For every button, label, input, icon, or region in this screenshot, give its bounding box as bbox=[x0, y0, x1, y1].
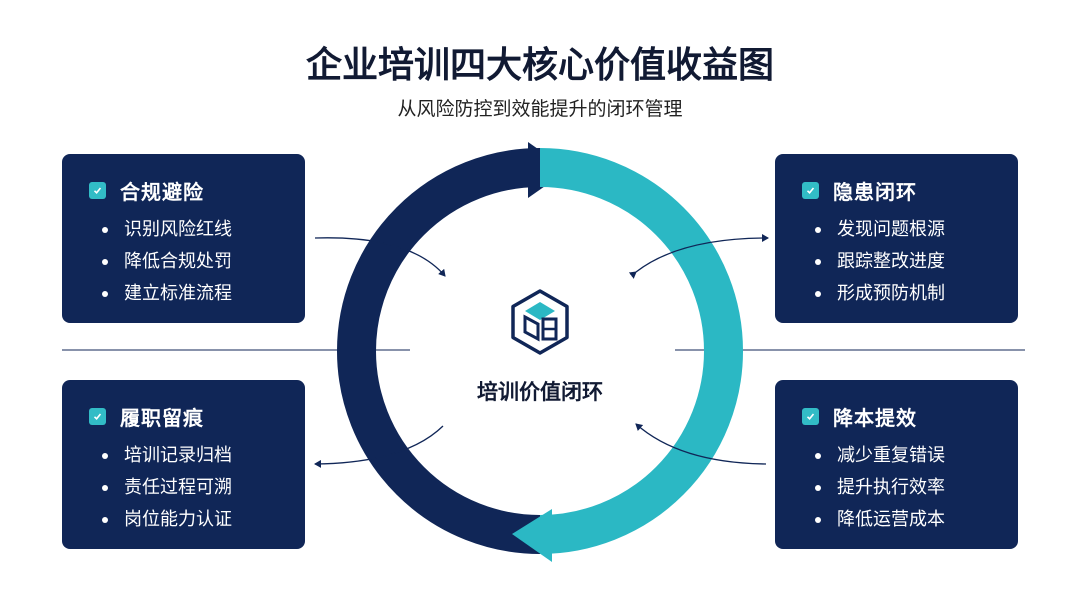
card-compliance: 合规避险 识别风险红线 降低合规处罚 建立标准流程 bbox=[62, 154, 305, 323]
list-item: 建立标准流程 bbox=[89, 278, 305, 310]
cycle-arc-teal bbox=[539, 148, 743, 554]
cube-icon bbox=[511, 289, 569, 355]
bullet bbox=[815, 227, 821, 233]
card-cost-efficiency: 降本提效 减少重复错误 提升执行效率 降低运营成本 bbox=[775, 380, 1018, 549]
card-hazard-loop: 隐患闭环 发现问题根源 跟踪整改进度 形成预防机制 bbox=[775, 154, 1018, 323]
bullet bbox=[102, 453, 108, 459]
list-item: 降低运营成本 bbox=[802, 504, 1018, 536]
connector-arrow-bottom-right bbox=[635, 423, 767, 465]
page-title: 企业培训四大核心价值收益图 bbox=[305, 45, 774, 86]
list-item: 减少重复错误 bbox=[802, 440, 1018, 472]
bullet bbox=[102, 485, 108, 491]
list-item: 降低合规处罚 bbox=[89, 246, 305, 278]
list-item: 跟踪整改进度 bbox=[802, 246, 1018, 278]
bullet bbox=[102, 259, 108, 265]
list-item: 提升执行效率 bbox=[802, 472, 1018, 504]
bullet bbox=[102, 517, 108, 523]
card-title: 合规避险 bbox=[120, 179, 204, 204]
card-title: 履职留痕 bbox=[120, 405, 204, 430]
connector-arrow-bottom-left bbox=[314, 425, 444, 468]
list-item: 形成预防机制 bbox=[802, 278, 1018, 310]
list-item: 发现问题根源 bbox=[802, 214, 1018, 246]
card-title: 降本提效 bbox=[833, 405, 917, 430]
bullet bbox=[815, 453, 821, 459]
check-icon bbox=[89, 407, 106, 425]
bullet bbox=[102, 291, 108, 297]
page-subtitle: 从风险防控到效能提升的闭环管理 bbox=[397, 98, 683, 120]
list-item: 责任过程可溯 bbox=[89, 472, 305, 504]
list-item: 识别风险红线 bbox=[89, 214, 305, 246]
check-icon bbox=[802, 407, 819, 425]
bullet bbox=[102, 227, 108, 233]
cycle-arrowhead-bottom bbox=[512, 509, 552, 562]
card-duty-record: 履职留痕 培训记录归档 责任过程可溯 岗位能力认证 bbox=[62, 380, 305, 549]
list-item: 培训记录归档 bbox=[89, 440, 305, 472]
center-label: 培训价值闭环 bbox=[477, 380, 603, 404]
card-title: 隐患闭环 bbox=[833, 179, 917, 204]
bullet bbox=[815, 259, 821, 265]
connector-arrow-top-left bbox=[314, 237, 446, 277]
connector-arrow-top-right bbox=[628, 234, 769, 279]
cycle-arc-navy bbox=[337, 148, 541, 554]
bullet bbox=[815, 291, 821, 297]
list-item: 岗位能力认证 bbox=[89, 504, 305, 536]
bullet bbox=[815, 485, 821, 491]
check-icon bbox=[89, 181, 106, 199]
bullet bbox=[815, 517, 821, 523]
check-icon bbox=[802, 181, 819, 199]
